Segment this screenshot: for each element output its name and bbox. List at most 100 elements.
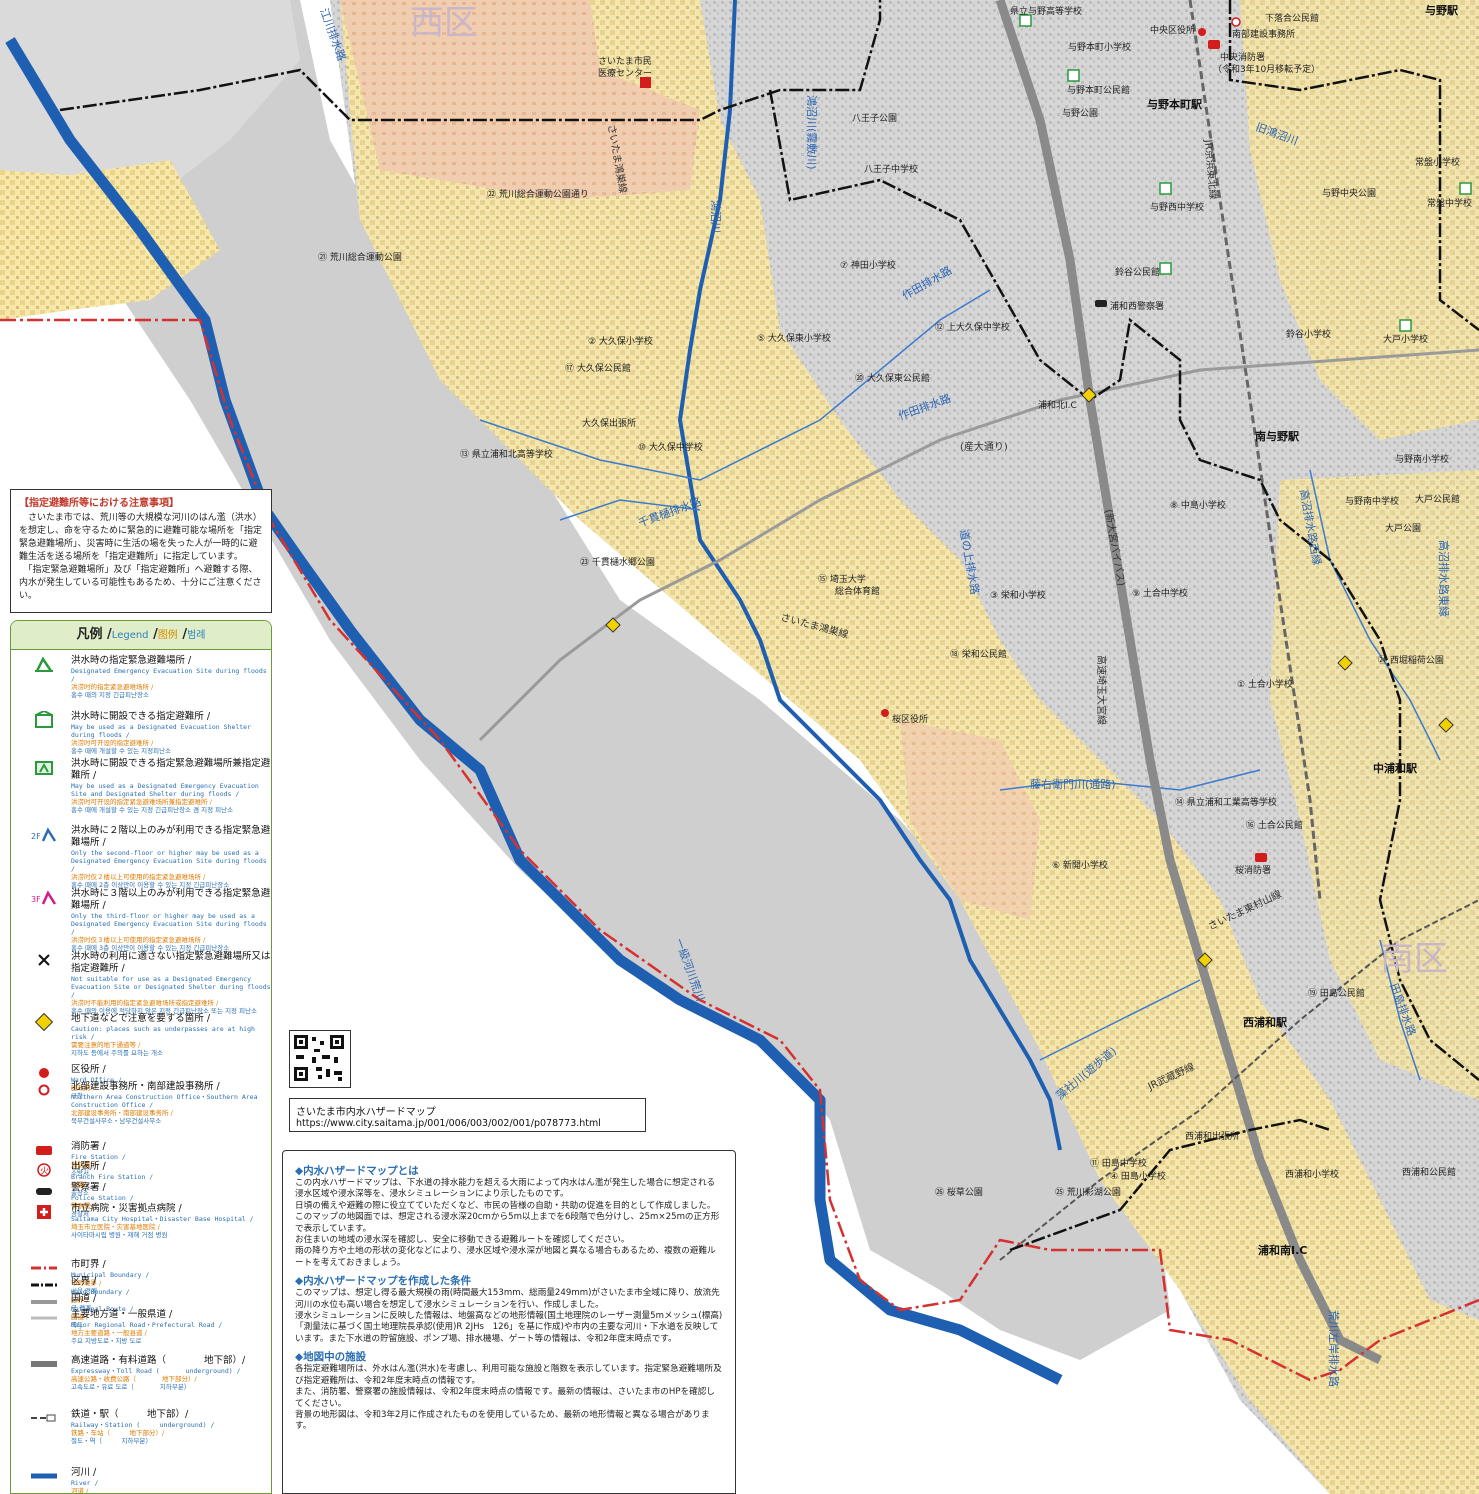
construction-office-icon bbox=[31, 1081, 57, 1099]
place-label: 与野西中学校 bbox=[1150, 201, 1204, 213]
legend-item-zh: 需要注意的地下通道等 / bbox=[71, 1041, 141, 1049]
legend-item-text: 洪水時の指定緊急避難場所 /Designated Emergency Evacu… bbox=[71, 655, 271, 699]
place-label: ⑰ 大久保公民館 bbox=[565, 362, 631, 374]
info-heading-2: ◆内水ハザードマップを作成した条件 bbox=[295, 1275, 472, 1288]
place-label: 桜消防署 bbox=[1235, 864, 1271, 876]
legend-item-en: Northern Area Construction Office・Southe… bbox=[71, 1093, 258, 1109]
fire-station-icon[interactable] bbox=[1208, 40, 1220, 49]
ward-label-nishi: 西区 bbox=[410, 3, 478, 43]
legend-item-ko: 구 경계 bbox=[71, 1304, 92, 1312]
legend-item-ja: 洪水時に開設できる指定緊急避難場所兼指定避難所 / bbox=[71, 758, 271, 781]
legend-item-zh: 北部建设事务所・南部建设事务所 / bbox=[71, 1109, 173, 1117]
railway-jr bbox=[1188, 0, 1322, 901]
legend-item-ko: 출장소 bbox=[71, 1189, 89, 1197]
legend-item-ja: 洪水時の利用に適さない指定緊急避難場所又は指定避難所 / bbox=[71, 951, 271, 974]
legend-item-zh: 国道 / bbox=[71, 1313, 89, 1321]
shelter-icon[interactable] bbox=[1159, 182, 1172, 195]
legend-item-text: 河川 /River /河道 /하천 bbox=[71, 1467, 271, 1493]
ward-boundary-2 bbox=[768, 89, 1479, 1081]
legend-item-ko: 사이타마시립 병원・재해 거점 병원 bbox=[71, 1231, 168, 1239]
legend-item-text: 消防署 /Fire Station /消防署 /소방서 bbox=[71, 1141, 271, 1177]
legend-item-ja: 主要地方道・一般県道 / bbox=[71, 1309, 173, 1320]
place-label: 常盤中学校 bbox=[1427, 197, 1472, 209]
place-label: 与野駅 bbox=[1425, 4, 1458, 17]
legend-item-en: Designated Emergency Evacuation Site dur… bbox=[71, 667, 267, 683]
caution-icon[interactable] bbox=[1197, 952, 1213, 968]
legend-item-text: 国道 /National Route /国道 /국도 bbox=[71, 1293, 271, 1329]
legend-item-en: Ward Boundary / bbox=[71, 1288, 130, 1296]
legend-title-ko: 범례 bbox=[187, 630, 206, 641]
url-title: さいたま市内水ハザードマップ bbox=[296, 1107, 436, 1118]
place-label: 浦和南I.C bbox=[1258, 1243, 1307, 1257]
legend-item-zh: 高速公路・收费公路（ 地下部分）/ bbox=[71, 1375, 197, 1383]
place-label: 与野本町公民館 bbox=[1067, 84, 1130, 96]
evac-site-icon bbox=[31, 655, 57, 673]
place-label: 桜区役所 bbox=[892, 713, 928, 725]
caution-icon[interactable] bbox=[1438, 717, 1454, 733]
legend-item-text: 鉄道・駅（ 地下部）/Railway・Station ( underground… bbox=[71, 1409, 271, 1445]
legend-item-en: May be used as a Designated Evacuation S… bbox=[71, 723, 252, 739]
place-label: ③ 栄和小学校 bbox=[990, 589, 1046, 601]
hospital-icon[interactable] bbox=[640, 77, 651, 88]
legend-item-ja: 鉄道・駅（ 地下部）/ bbox=[71, 1409, 189, 1420]
legend-item-ko: 고속도로・유료 도로（ 지하부분） bbox=[71, 1383, 191, 1391]
place-label: 鈴谷小学校 bbox=[1286, 328, 1331, 340]
place-label: ⑦ 神田小学校 bbox=[840, 259, 896, 271]
takanuma-canal bbox=[1309, 469, 1441, 761]
legend-item-zh: 消防署 / bbox=[71, 1161, 95, 1169]
legend-item-ja: 河川 / bbox=[71, 1467, 97, 1478]
police-icon[interactable] bbox=[1095, 300, 1107, 307]
notice-title: 【指定避難所等における注意事項】 bbox=[19, 498, 179, 509]
qr-code[interactable] bbox=[289, 1030, 351, 1088]
river-label: 荒川左岸排水路 bbox=[1327, 1310, 1341, 1387]
legend-item-zh: 区界 / bbox=[71, 1296, 89, 1304]
legend-item-zh: 警察署 / bbox=[71, 1202, 95, 1210]
ward-office-icon[interactable] bbox=[1198, 28, 1206, 36]
shelter-icon[interactable] bbox=[1019, 14, 1032, 27]
place-label: 西浦和駅 bbox=[1243, 1015, 1287, 1029]
place-label: 与野本町駅 bbox=[1147, 97, 1202, 111]
fujiemon-river bbox=[999, 769, 1261, 791]
url-box: さいたま市内水ハザードマップ https://www.city.saitama.… bbox=[289, 1098, 646, 1132]
legend-item-text: 洪水時の利用に適さない指定緊急避難場所又は指定避難所 /Not suitable… bbox=[71, 951, 271, 1015]
notice-body: さいたま市では、荒川等の大規模な河川のはん濫（洪水）を想定し、命を守るために緊急… bbox=[19, 513, 263, 601]
shelter-icon[interactable] bbox=[1459, 182, 1472, 195]
shelter-icon[interactable] bbox=[1159, 262, 1172, 275]
place-label: （令和3年10月移転予定） bbox=[1213, 63, 1320, 75]
flood-area-east2 bbox=[1270, 470, 1479, 1100]
ward-boundary-4 bbox=[1009, 1118, 1331, 1252]
legend-item-ja: 国道 / bbox=[71, 1293, 97, 1304]
shelter-icon[interactable] bbox=[1399, 319, 1412, 332]
flood-left-strip bbox=[0, 160, 220, 320]
caution-icon bbox=[31, 1013, 57, 1031]
construction-office-icon[interactable] bbox=[1231, 17, 1241, 27]
caution-icon[interactable] bbox=[1337, 655, 1353, 671]
ward-office-icon[interactable] bbox=[881, 709, 889, 717]
info-text-3: 各指定避難場所は、外水はん濫(洪水)を考慮し、利用可能な施設と階数を表示していま… bbox=[295, 1364, 722, 1432]
caution-icon[interactable] bbox=[605, 617, 621, 633]
legend-item-ja: 市町界 / bbox=[71, 1259, 106, 1270]
place-label: 下落合公民館 bbox=[1265, 12, 1319, 24]
shelter-icon[interactable] bbox=[1067, 69, 1080, 82]
branch-fire-icon: 火 bbox=[31, 1161, 57, 1179]
caution-icon[interactable] bbox=[1081, 387, 1097, 403]
fire-station-icon[interactable] bbox=[1255, 853, 1267, 862]
url-link[interactable]: https://www.city.saitama.jp/001/006/003/… bbox=[296, 1118, 601, 1129]
svg-text:火: 火 bbox=[40, 1166, 49, 1177]
legend-item-ko: 홍수 때에 개설할 수 있는 지정피난소 bbox=[71, 747, 172, 755]
evac-3f-icon: 3F bbox=[31, 888, 57, 906]
place-label: ㉕ 荒川彩湖公園 bbox=[1055, 1187, 1121, 1198]
place-label: 与野本町小学校 bbox=[1068, 41, 1131, 53]
legend-item-en: Police Station / bbox=[71, 1194, 134, 1202]
legend-item-ja: 洪水時に開設できる指定避難所 / bbox=[71, 711, 211, 722]
legend-item-zh: 地方主要道路・一般县道 / bbox=[71, 1329, 147, 1337]
place-label: さいたま市民 bbox=[598, 55, 652, 67]
ward-boundary-3 bbox=[1228, 0, 1479, 331]
place-label: ⑥ 新開小学校 bbox=[1052, 859, 1108, 871]
qr-code-icon bbox=[294, 1035, 344, 1081]
place-label: ⑬ 県立浦和北高等学校 bbox=[460, 448, 553, 460]
place-label: 大久保出張所 bbox=[582, 417, 636, 429]
railway-icon bbox=[31, 1409, 57, 1427]
legend-item-text: 区役所 /Ward Office /区政府 /구청 bbox=[71, 1064, 271, 1100]
